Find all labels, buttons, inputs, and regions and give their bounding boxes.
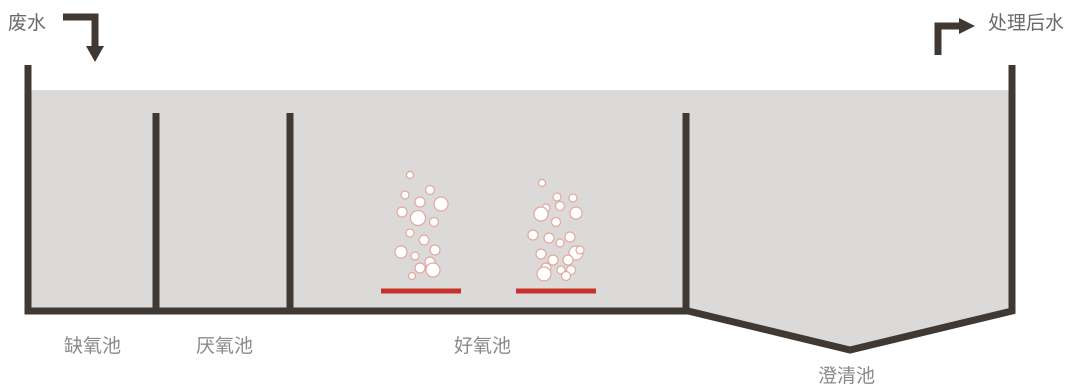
- air-bubble: [568, 193, 578, 203]
- air-bubble: [429, 244, 441, 256]
- air-bubble: [537, 178, 547, 188]
- air-bubble: [575, 245, 585, 255]
- air-bubble: [527, 229, 539, 241]
- air-bubble: [396, 206, 408, 218]
- air-bubble: [424, 184, 436, 196]
- inlet-label: 废水: [8, 12, 47, 34]
- tank-label-anoxic: 缺氧池: [64, 335, 122, 357]
- air-bubble: [536, 266, 552, 282]
- air-bubble: [425, 262, 441, 278]
- bubble-cluster-right: [527, 178, 585, 282]
- air-bubble: [547, 254, 559, 266]
- air-bubble: [555, 238, 565, 248]
- air-bubble: [433, 196, 449, 212]
- air-bubble: [564, 231, 576, 243]
- air-bubble: [428, 216, 440, 228]
- air-bubble: [394, 245, 408, 259]
- air-bubble: [405, 170, 415, 180]
- air-bubble: [400, 190, 410, 200]
- air-bubble: [569, 206, 583, 220]
- air-bubble: [550, 216, 562, 228]
- outlet-arrow-icon: [934, 18, 975, 55]
- air-bubble: [552, 192, 562, 202]
- air-bubble: [562, 254, 574, 266]
- air-bubble: [407, 271, 417, 281]
- tank-outline: [24, 65, 1016, 354]
- air-bubble: [409, 209, 427, 227]
- inlet-arrow-icon: [63, 13, 104, 62]
- air-bubble: [554, 200, 566, 212]
- tank-label-clarifier: 澄清池: [818, 365, 876, 387]
- air-bubble: [405, 228, 415, 238]
- tank-label-aerobic: 好氧池: [454, 335, 512, 357]
- air-bubble: [533, 206, 549, 222]
- air-bubble: [543, 232, 555, 244]
- air-bubble: [414, 196, 426, 208]
- water-body: [28, 90, 1012, 350]
- air-bubble: [560, 270, 572, 282]
- tank-label-anaerobic: 厌氧池: [196, 335, 254, 357]
- outlet-label: 处理后水: [988, 12, 1065, 34]
- air-bubble: [410, 251, 420, 261]
- air-bubble: [414, 262, 426, 274]
- air-bubble: [535, 248, 547, 260]
- air-bubble: [418, 234, 430, 246]
- bubble-cluster-left: [394, 170, 449, 281]
